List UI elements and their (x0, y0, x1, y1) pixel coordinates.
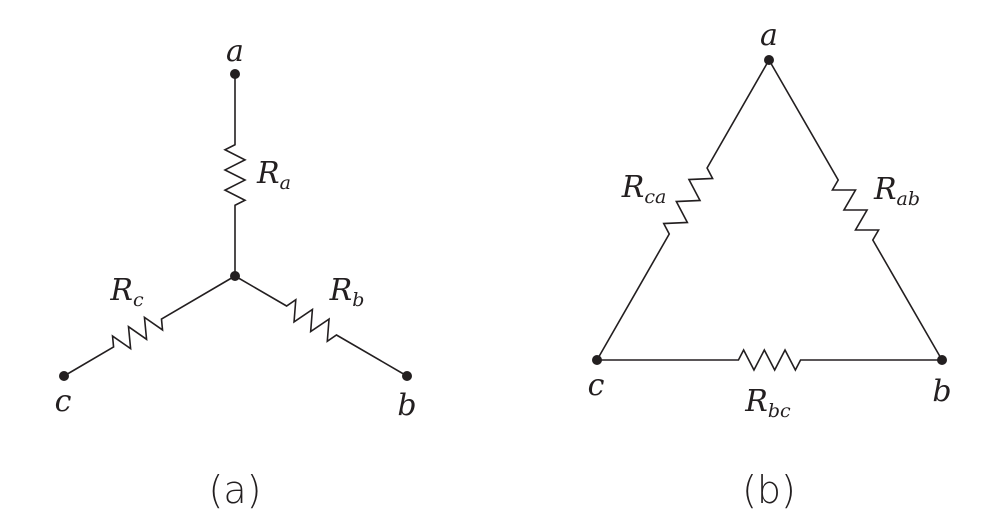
delta-terminal-a (764, 55, 774, 65)
rb-main: R (329, 273, 353, 308)
wye-center-node (230, 271, 240, 281)
delta-branch-rca-resistor (596, 59, 770, 361)
rca-main: R (621, 170, 645, 205)
delta-terminal-b (937, 355, 947, 365)
delta-branch-rab-resistor (768, 59, 943, 361)
wye-branch-ra-resistor (223, 74, 247, 276)
rab-sub: ab (896, 188, 921, 210)
wye-branch-rb-resistor (234, 275, 408, 377)
wye-ra-label: Ra (257, 159, 291, 193)
rc-main: R (110, 273, 133, 308)
delta-rca-label: Rca (622, 173, 667, 207)
wye-rb-label: Rb (330, 276, 365, 310)
wye-rc-label: Rc (110, 276, 143, 310)
wye-caption: (a) (208, 468, 262, 512)
delta-node-b-label: b (932, 374, 952, 409)
rc-sub: c (132, 289, 144, 311)
ra-main: R (257, 156, 280, 191)
rab-main: R (873, 172, 897, 207)
delta-branch-rbc-resistor (597, 348, 942, 372)
rb-sub: b (352, 289, 365, 311)
delta-caption: (b) (742, 468, 796, 512)
wye-node-c-label: c (54, 384, 72, 419)
wye-terminal-a (230, 69, 240, 79)
wye-node-a-label: a (226, 34, 244, 69)
wye-terminal-b (402, 371, 412, 381)
delta-terminal-c (592, 355, 602, 365)
delta-rab-label: Rab (874, 175, 920, 209)
rbc-main: R (745, 384, 768, 419)
wye-branch-rc-resistor (63, 275, 236, 377)
delta-node-c-label: c (587, 368, 605, 403)
wye-node-b-label: b (397, 388, 417, 423)
ra-sub: a (279, 172, 291, 194)
rca-sub: ca (644, 186, 667, 208)
delta-node-a-label: a (760, 18, 778, 53)
wye-terminal-c (59, 371, 69, 381)
delta-rbc-label: Rbc (745, 387, 790, 421)
rbc-sub: bc (767, 400, 791, 422)
